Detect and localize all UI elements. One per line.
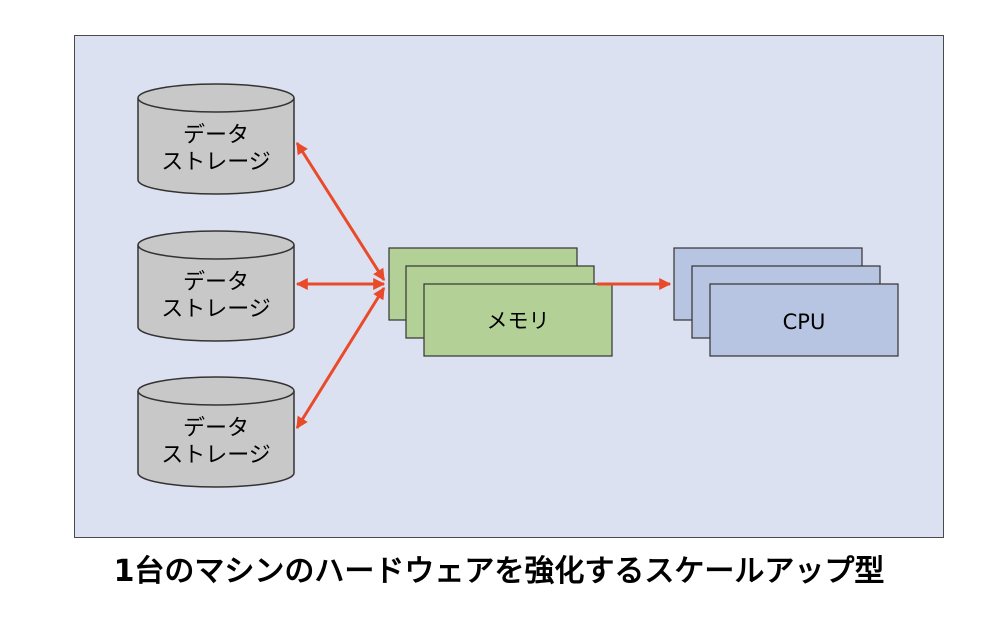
memory-label: メモリ [487,309,550,333]
storage-1-label-line2: ストレージ [161,150,271,175]
arrow-storage-3-memory [295,286,386,430]
data-storage-cylinder-1: データ ストレージ [137,83,295,195]
cpu-label: CPU [783,310,826,334]
data-storage-cylinder-3: データ ストレージ [137,376,295,488]
diagram-caption: 1台のマシンのハードウェアを強化するスケールアップ型 [113,554,885,589]
storage-3-label-line2: ストレージ [161,443,271,468]
storage-2-label-line2: ストレージ [161,297,271,322]
arrow-storage-1-memory [295,141,386,282]
storage-3-label-line1: データ [183,416,249,441]
memory-stack: メモリ [388,247,613,357]
data-storage-cylinder-2: データ ストレージ [137,230,295,342]
connection-arrows [295,141,672,430]
storage-1-label-line1: データ [183,123,249,148]
cpu-stack: CPU [673,247,899,357]
storage-2-label-line1: データ [183,270,249,295]
